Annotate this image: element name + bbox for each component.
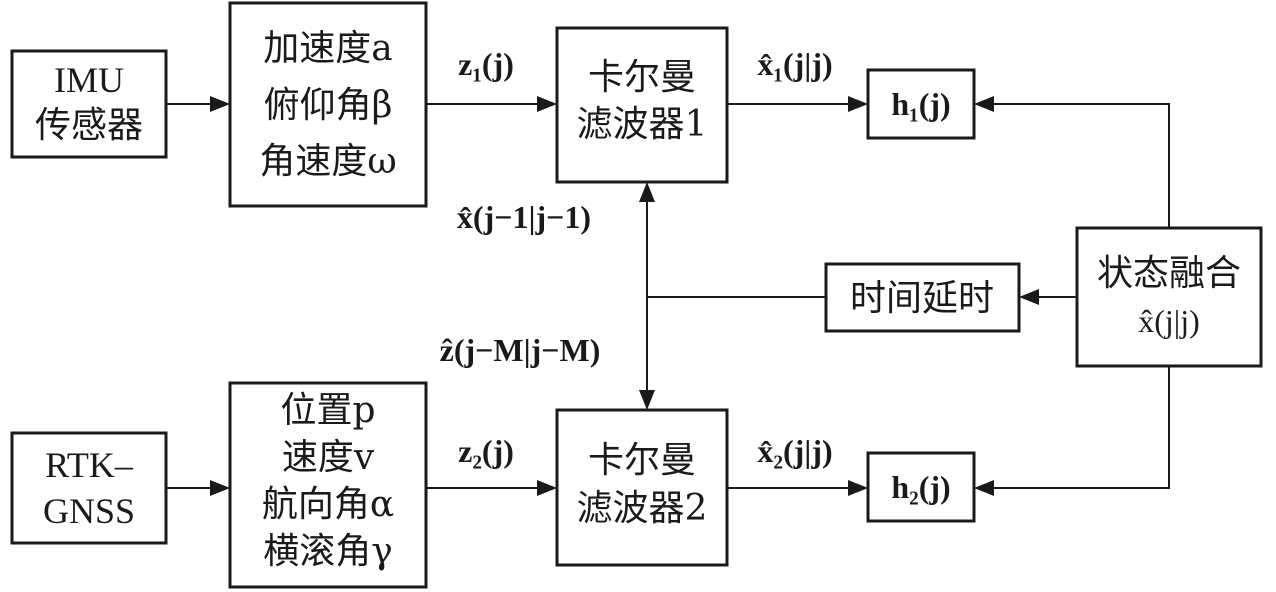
fusion-label-line2: x̂(j|j): [1138, 303, 1200, 339]
arrowhead-fusion-to-delay: [1019, 289, 1039, 305]
arrow-fusion-to-h1: [990, 103, 1170, 228]
signal-z-delayed-label: ẑ(j−M|j−M): [440, 332, 601, 368]
fusion-label-line1: 状态融合: [1097, 253, 1241, 294]
time-delay-label: 时间延时: [850, 278, 994, 319]
imu-sensor-block: IMU 传感器: [10, 49, 168, 159]
signal-labels: z₁(j) x̂₁(j|j) x̂(j−1|j−1) ẑ(j−M|j−M) z₂…: [440, 46, 833, 469]
imu-measurement-pitch: 俯仰角β: [264, 85, 393, 126]
rtk-measurements-block: 位置p 速度v 航向角α 横滚角γ: [228, 381, 428, 589]
kalman2-label-line1: 卡尔曼: [588, 440, 696, 481]
rtk-measurement-velocity: 速度v: [282, 437, 375, 478]
connections: [166, 96, 1170, 496]
imu-measurement-acceleration: 加速度a: [263, 28, 392, 69]
arrowhead-rtk-to-measurements: [210, 480, 230, 496]
arrowhead-fusion-to-h2: [974, 480, 994, 496]
arrowhead-imu-to-measurements: [210, 96, 230, 112]
imu-measurements-block: 加速度a 俯仰角β 角速度ω: [228, 1, 428, 208]
signal-x1-estimate-label: x̂₁(j|j): [757, 46, 832, 82]
signal-x-previous-label: x̂(j−1|j−1): [457, 199, 591, 235]
arrowhead-kalman2-to-h2: [848, 480, 868, 496]
arrowhead-fusion-to-h1: [974, 96, 994, 112]
state-fusion-block: 状态融合 x̂(j|j): [1075, 226, 1263, 368]
signal-x2-estimate-label: x̂₂(j|j): [757, 433, 832, 469]
imu-label-line1: IMU: [54, 60, 124, 100]
signal-z2-label: z₂(j): [458, 433, 514, 469]
kalman2-label-line2: 滤波器2: [577, 488, 708, 529]
imu-label-line2: 传感器: [35, 105, 143, 146]
arrow-fusion-to-h2: [990, 366, 1170, 489]
h1-block: h₁(j): [866, 68, 976, 140]
kalman-filter-2-block: 卡尔曼 滤波器2: [555, 408, 729, 567]
signal-z1-label: z₁(j): [458, 46, 514, 82]
h2-label: h₂(j): [891, 469, 950, 505]
arrowhead-bus-to-kalman1: [639, 182, 655, 202]
rtk-gnss-block: RTK– GNSS: [10, 431, 168, 545]
rtk-measurement-roll: 横滚角γ: [263, 531, 393, 572]
arrowhead-kalman1-to-h1: [848, 96, 868, 112]
imu-measurement-angular-rate: 角速度ω: [259, 141, 396, 182]
kalman1-label-line2: 滤波器1: [577, 104, 708, 145]
arrowhead-z2-to-kalman2: [537, 480, 557, 496]
rtk-label-line1: RTK–: [45, 445, 134, 485]
rtk-measurement-heading: 航向角α: [262, 484, 394, 525]
h2-block: h₂(j): [866, 451, 976, 523]
rtk-measurement-position: 位置p: [280, 390, 375, 431]
arrowhead-bus-to-kalman2: [639, 390, 655, 410]
time-delay-block: 时间延时: [824, 262, 1021, 333]
h1-label: h₁(j): [891, 86, 950, 122]
kalman1-label-line1: 卡尔曼: [588, 57, 696, 98]
arrowhead-z1-to-kalman1: [537, 96, 557, 112]
kalman-filter-1-block: 卡尔曼 滤波器1: [555, 26, 729, 184]
rtk-label-line2: GNSS: [43, 491, 135, 531]
